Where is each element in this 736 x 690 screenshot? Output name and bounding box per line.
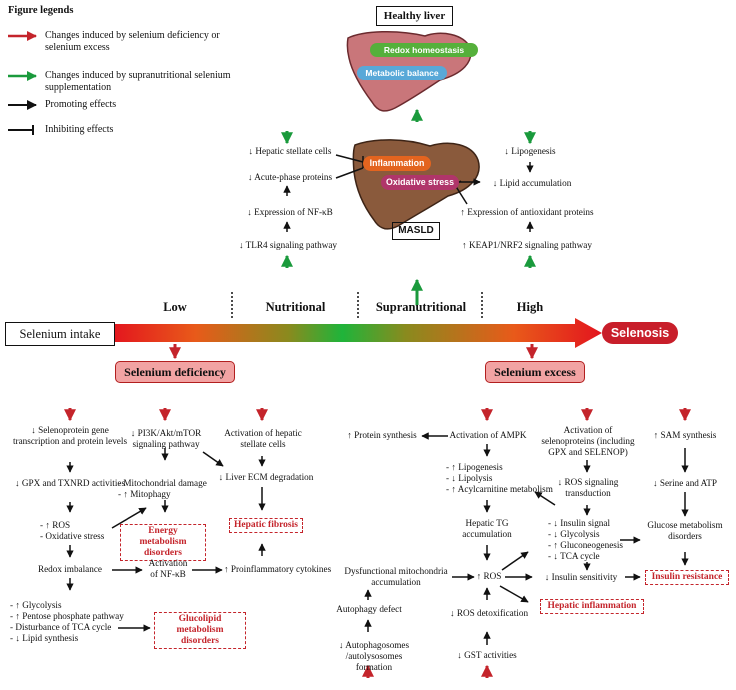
exc-glucose-disorders: Glucose metabolism disorders bbox=[647, 520, 723, 541]
masld-label: MASLD bbox=[392, 222, 440, 240]
scale-low: Low bbox=[163, 300, 187, 314]
def-cytokines: ↑ Proinflammatory cytokines bbox=[224, 564, 332, 574]
metabolic-balance-pill: Metabolic balance bbox=[357, 66, 447, 80]
exc-autophagy-defect: Autophagy defect bbox=[336, 604, 402, 614]
masld-right-4: ↑ KEAP1/NRF2 signaling pathway bbox=[462, 240, 592, 250]
masld-right-1: ↓ Lipogenesis bbox=[504, 146, 556, 156]
masld-left-2: ↓ Acute-phase proteins bbox=[247, 172, 333, 182]
masld-right-2: ↓ Lipid accumulation bbox=[492, 178, 572, 188]
exc-mito: Dysfunctional mitochondria accumulation bbox=[344, 566, 448, 587]
exc-ros-detox: ↓ ROS detoxification bbox=[449, 608, 529, 618]
def-ecm: ↓ Liver ECM degradation bbox=[218, 472, 314, 482]
def-gpx: ↓ GPX and TXNRD activities bbox=[14, 478, 126, 488]
exc-tg: Hepatic TG accumulation bbox=[462, 518, 512, 539]
def-redox-imbalance: Redox imbalance bbox=[37, 564, 103, 574]
hepatic-fibrosis-label: Hepatic fibrosis bbox=[229, 518, 303, 533]
exc-ros-signaling: ↓ ROS signaling transduction bbox=[557, 477, 619, 498]
scale-nutritional: Nutritional bbox=[265, 300, 326, 314]
exc-insulin-sensitivity: ↓ Insulin sensitivity bbox=[544, 572, 618, 582]
legend-title: Figure legends bbox=[8, 5, 74, 16]
legend-red-text: Changes induced by selenium deficiency o… bbox=[45, 30, 220, 53]
selenium-deficiency-header: Selenium deficiency bbox=[115, 361, 235, 383]
legend-promote-text: Promoting effects bbox=[45, 99, 117, 110]
def-stellate: Activation of hepatic stellate cells bbox=[224, 428, 302, 449]
selenosis-label: Selenosis bbox=[602, 322, 678, 344]
masld-right-3: ↑ Expression of antioxidant proteins bbox=[460, 207, 594, 217]
masld-left-4: ↓ TLR4 signaling pathway bbox=[238, 240, 338, 250]
glucolipid-disorders-label: Glucolipid metabolism disorders bbox=[154, 612, 246, 649]
exc-serine: ↓ Serine and ATP bbox=[652, 478, 718, 488]
exc-gst: ↓ GST activities bbox=[457, 650, 517, 660]
exc-autophagosomes: ↓ Autophagosomes /autolysosomes formatio… bbox=[338, 640, 410, 672]
masld-left-1: ↓ Hepatic stellate cells bbox=[248, 146, 332, 156]
exc-protein: ↑ Protein synthesis bbox=[347, 430, 417, 440]
insulin-resistance-label: Insulin resistance bbox=[645, 570, 729, 585]
exc-sam: ↑ SAM synthesis bbox=[653, 430, 717, 440]
oxidative-stress-pill: Oxidative stress bbox=[381, 175, 459, 190]
def-glycolysis: - ↑ Glycolysis - ↑ Pentose phosphate pat… bbox=[10, 600, 124, 643]
scale-supranutritional: Supranutritional bbox=[375, 300, 467, 314]
exc-ampk: Activation of AMPK bbox=[449, 430, 527, 440]
masld-left-3: ↓ Expression of NF-κB bbox=[247, 207, 333, 217]
exc-selenoproteins: Activation of selenoproteins (including … bbox=[541, 425, 635, 457]
hepatic-inflammation-label: Hepatic inflammation bbox=[540, 599, 644, 614]
redox-homeostasis-pill: Redox homeostasis bbox=[370, 43, 478, 57]
def-mito-damage: - Mitochondrial damage - ↑ Mitophagy bbox=[118, 478, 207, 499]
exc-lipogenesis: - ↑ Lipogenesis - ↓ Lipolysis - ↑ Acylca… bbox=[446, 462, 553, 494]
scale-high: High bbox=[516, 300, 544, 314]
def-ros: - ↑ ROS - Oxidative stress bbox=[40, 520, 105, 541]
def-nfkb: Activation of NF-κB bbox=[148, 558, 188, 579]
exc-insulin-signal: - ↓ Insulin signal - ↓ Glycolysis - ↑ Gl… bbox=[548, 518, 624, 561]
exc-ros: ↑ ROS bbox=[476, 571, 502, 581]
legend-green-text: Changes induced by supranutritional sele… bbox=[45, 70, 231, 93]
def-selenoprotein: ↓ Selenoprotein gene transcription and p… bbox=[12, 425, 128, 446]
selenium-excess-header: Selenium excess bbox=[485, 361, 585, 383]
def-pi3k: ↓ PI3K/Akt/mTOR signaling pathway bbox=[130, 428, 202, 449]
selenium-intake-label: Selenium intake bbox=[5, 322, 115, 346]
inflammation-pill: Inflammation bbox=[363, 156, 431, 171]
legend-inhibit-text: Inhibiting effects bbox=[45, 124, 114, 135]
energy-disorders-label: Energy metabolism disorders bbox=[120, 524, 206, 561]
healthy-liver-title: Healthy liver bbox=[376, 6, 453, 26]
